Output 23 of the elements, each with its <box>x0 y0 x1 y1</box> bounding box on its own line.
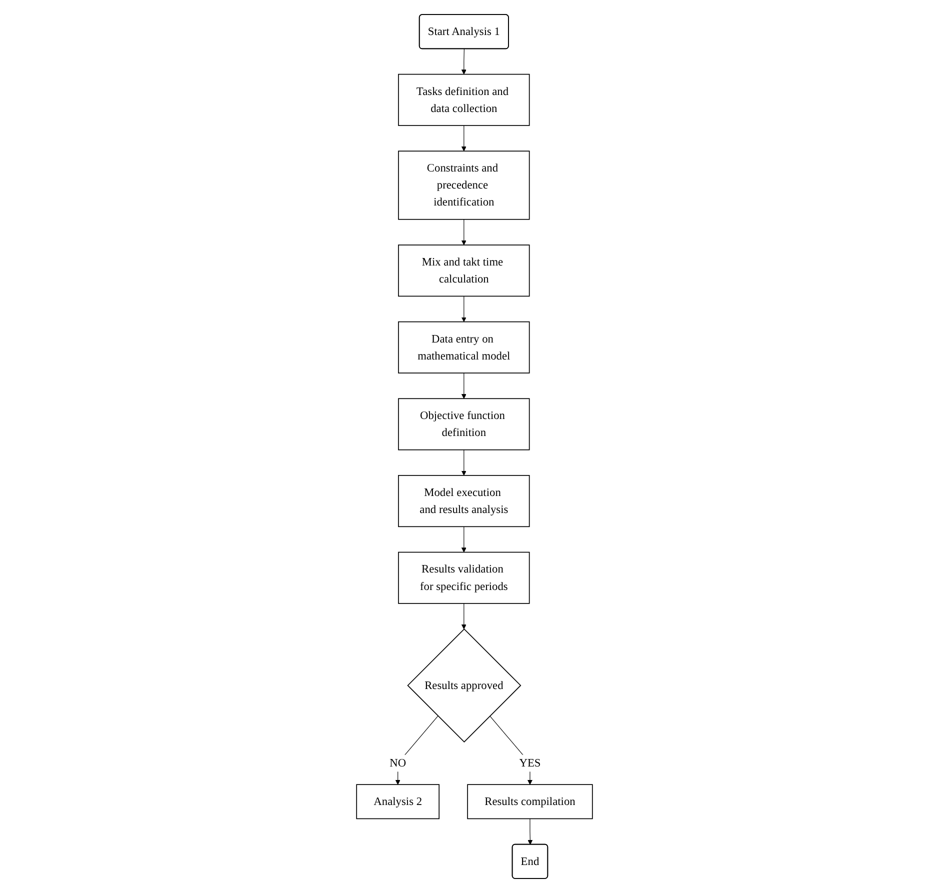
arrow <box>528 818 533 845</box>
terminal-box: Start Analysis 1 <box>418 14 509 50</box>
arrow <box>461 48 466 75</box>
arrow <box>490 716 532 785</box>
process-box: Mix and takt time calculation <box>398 244 530 297</box>
arrow <box>461 526 466 552</box>
process-box: Results compilation <box>467 784 593 820</box>
arrow <box>461 296 466 322</box>
process-box: Data entry on mathematical model <box>398 321 530 374</box>
process-box: Tasks definition and data collection <box>398 74 530 126</box>
arrow <box>461 603 466 630</box>
arrow <box>461 372 466 399</box>
arrow <box>461 125 466 152</box>
terminal-box: End <box>512 844 548 879</box>
decision-diamond: Results approved <box>407 628 522 742</box>
process-box: Constraints and precedence identification <box>398 150 530 220</box>
arrow <box>395 716 438 785</box>
process-box: Objective function definition <box>398 398 530 450</box>
process-box: Analysis 2 <box>356 784 440 820</box>
arrow <box>461 219 466 246</box>
process-box: Results validation for specific periods <box>398 552 530 604</box>
process-box: Model execution and results analysis <box>398 475 530 528</box>
arrow <box>461 450 466 476</box>
